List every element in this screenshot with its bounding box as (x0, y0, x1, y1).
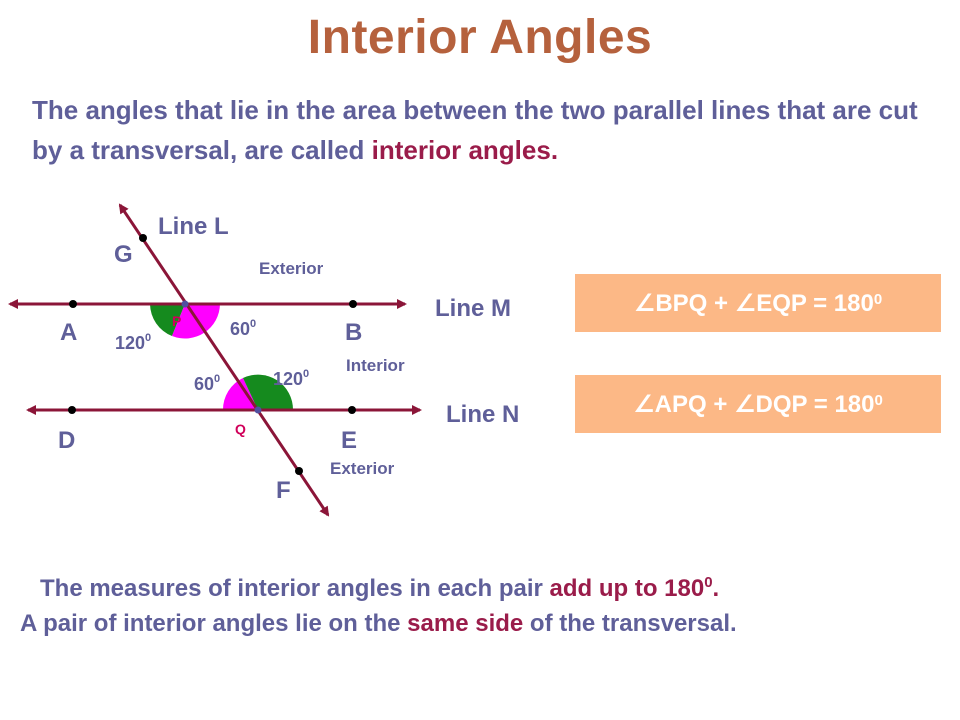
equation-1-text: ∠BPQ + ∠EQP = 180 (633, 289, 874, 317)
label-q: Q (235, 421, 246, 437)
summary-1-text: The measures of interior angles in each … (40, 575, 550, 602)
point-g (139, 234, 147, 242)
point-f (295, 467, 303, 475)
label-line-m: Line M (435, 295, 511, 322)
summary-1-sup: 0 (704, 574, 713, 591)
point-e (348, 406, 356, 414)
angle-bpq-measure: 600 (230, 318, 256, 339)
summary-1-end: . (712, 575, 720, 602)
transversal-line-l (118, 203, 330, 517)
label-line-l: Line L (158, 213, 229, 240)
label-p: P (172, 313, 181, 329)
angle-pqe-measure: 1200 (273, 368, 309, 389)
summary-line-1: The measures of interior angles in each … (40, 564, 955, 608)
label-d: D (58, 427, 75, 454)
point-b (349, 300, 357, 308)
point-a (69, 300, 77, 308)
label-interior: Interior (346, 356, 405, 375)
intro-highlight: interior angles (371, 135, 551, 165)
label-e: E (341, 427, 357, 454)
summary-line-2: A pair of interior angles lie on the sam… (20, 605, 820, 643)
label-f: F (276, 477, 291, 504)
intro-end: . (550, 135, 559, 165)
label-line-n: Line N (446, 401, 519, 428)
label-a: A (60, 319, 77, 346)
summary-2-text: A pair of interior angles lie on the (20, 610, 408, 637)
point-d (68, 406, 76, 414)
summary-2-end: of the transversal. (523, 610, 737, 637)
intro-text: The angles that lie in the area between … (32, 95, 918, 165)
summary-1-highlight: add up to 180 (549, 575, 705, 602)
label-exterior-bottom: Exterior (330, 459, 395, 478)
angle-apq-measure: 1200 (115, 332, 151, 353)
label-g: G (114, 241, 133, 268)
point-q (254, 406, 262, 414)
label-exterior-top: Exterior (259, 259, 324, 278)
intro-paragraph: The angles that lie in the area between … (32, 90, 932, 170)
page-title: Interior Angles (307, 11, 653, 64)
label-b: B (345, 319, 362, 346)
angle-pqd-measure: 600 (194, 373, 220, 394)
summary-2-highlight: same side (407, 610, 524, 637)
point-p (181, 300, 189, 308)
equation-2-text: ∠APQ + ∠DQP = 180 (633, 390, 875, 418)
